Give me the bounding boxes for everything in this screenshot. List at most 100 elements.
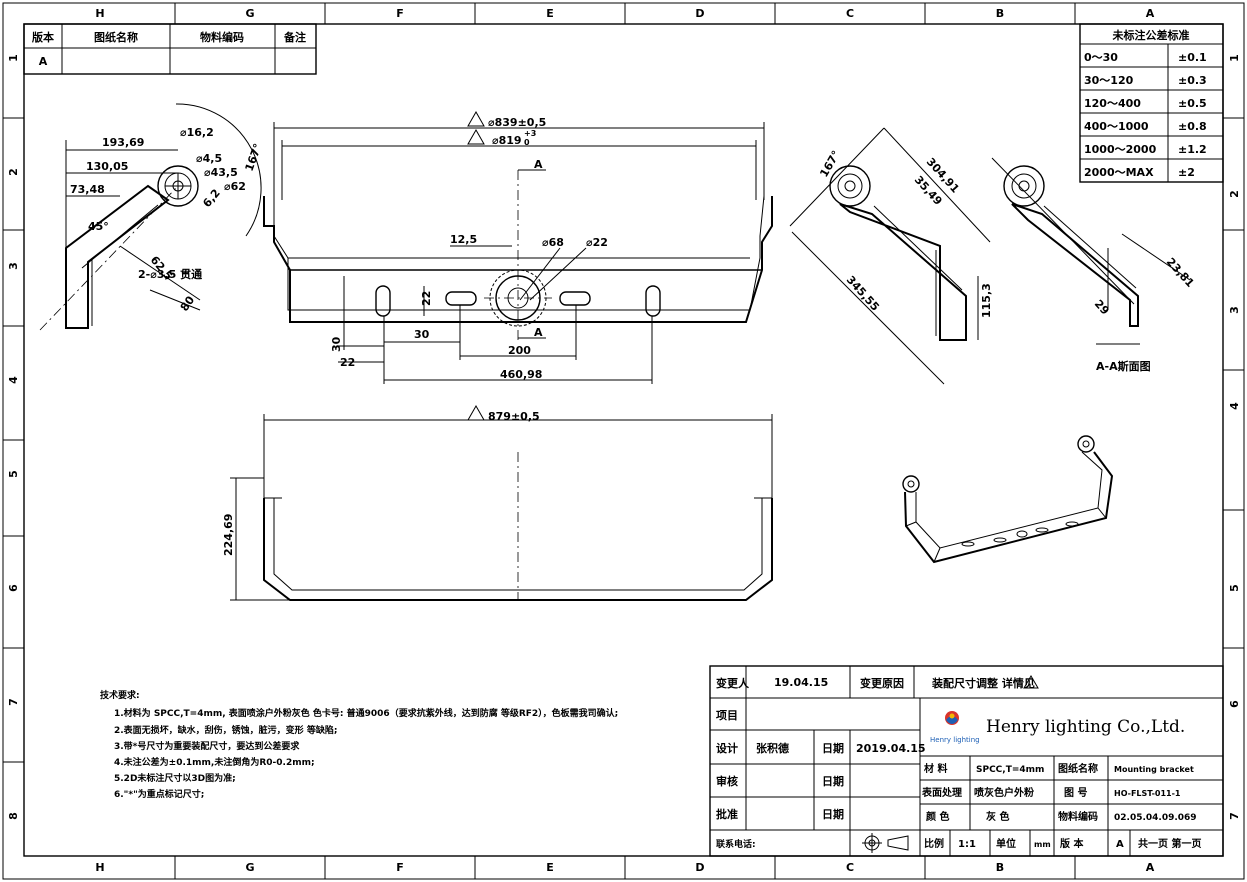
row-label: 5: [7, 470, 20, 478]
row-label: 4: [1228, 402, 1241, 410]
note-item: 5.2D未标注尺寸以3D图为准;: [114, 772, 236, 784]
section-marker: A: [534, 158, 543, 171]
col-label: A: [1146, 7, 1155, 20]
lower-view: 879±0,5 224,69: [222, 404, 773, 601]
col-label: D: [695, 861, 704, 874]
row-label: 2: [7, 168, 20, 176]
col-label: C: [846, 861, 854, 874]
section-marker: A: [534, 326, 543, 339]
row-label: 1: [1228, 54, 1241, 62]
tb-label: 表面处理: [921, 786, 962, 799]
dim-label: 22: [340, 356, 355, 369]
tb-value: SPCC,T=4mm: [976, 765, 1044, 775]
dim-label: +3: [524, 129, 536, 138]
note-item: 1.材料为 SPCC,T=4mm, 表面喷涂户外粉灰色 色卡号: 普通9006（…: [114, 707, 618, 719]
row-label: 2: [1228, 190, 1241, 198]
tb-value: HO-FLST-011-1: [1114, 789, 1181, 798]
row-label: 1: [7, 54, 20, 62]
dim-label: ⌀839±0,5: [488, 116, 546, 129]
tb-value: mm: [1034, 840, 1051, 849]
dim-label: 73,48: [70, 183, 105, 196]
tolerance-value: ±0.3: [1178, 74, 1207, 87]
company-logo-icon: [945, 711, 959, 725]
tolerance-value: ±1.2: [1178, 143, 1207, 156]
dim-label: 6,2: [200, 187, 222, 210]
tb-label: 变更人: [716, 676, 750, 690]
dim-label: 115,3: [980, 283, 993, 318]
row-label: 6: [1228, 700, 1241, 708]
tb-value: 19.04.15: [774, 676, 828, 689]
dim-label: 12,5: [450, 233, 477, 246]
col-label: D: [695, 7, 704, 20]
tb-label: 日期: [822, 741, 844, 755]
dim-label: 345,55: [844, 273, 882, 313]
tb-value: 喷灰色户外粉: [974, 786, 1034, 799]
col-label: E: [546, 861, 554, 874]
note-item: 3.带*号尺寸为重要装配尺寸，要达到公差要求: [114, 740, 300, 752]
column-labels-top: H G F E D C B A: [95, 7, 1154, 20]
dim-label: ⌀16,2: [180, 126, 214, 139]
col-label: F: [396, 861, 404, 874]
notes-title: 技术要求:: [100, 689, 140, 701]
dim-label: 30: [330, 336, 343, 352]
row-label: 3: [7, 262, 20, 270]
dim-label: ⌀62: [224, 180, 246, 193]
row-label: 8: [7, 812, 20, 820]
logo-text: Henry lighting: [930, 736, 980, 744]
row-labels-left: 1 2 3 4 5 6 7 8: [7, 54, 20, 820]
title-block: 变更人 19.04.15 变更原因 装配尺寸调整 详情见 项目 设计 张积德 日…: [709, 665, 1224, 857]
tb-label: 图纸名称: [1058, 762, 1098, 775]
tb-label: 审核: [716, 774, 738, 788]
front-view: ⌀839±0,5 ⌀819 +3 0 A 12,5 ⌀68 ⌀22 22 30 …: [263, 110, 773, 384]
tb-value: 装配尺寸调整 详情见: [931, 676, 1035, 690]
dim-label: 2-⌀3,5 贯通: [138, 268, 202, 281]
tb-value: 共一页 第一页: [1138, 837, 1201, 850]
tolerance-range: 0～30: [1084, 51, 1118, 64]
tolerance-value: ±0.5: [1178, 97, 1207, 110]
dim-label: ⌀68: [542, 236, 564, 249]
row-label: 7: [1228, 812, 1241, 820]
col-label: F: [396, 7, 404, 20]
tb-label: 单位: [996, 837, 1016, 850]
projection-symbol-icon: [862, 833, 909, 853]
note-item: 6."*"为重点标记尺寸;: [114, 788, 204, 800]
column-labels-bottom: H G F E D C B A: [95, 861, 1154, 874]
col-label: H: [95, 861, 104, 874]
dim-label: 45°: [88, 220, 109, 233]
tb-label: 批准: [716, 807, 738, 821]
dim-label: 30: [414, 328, 430, 341]
tb-label: 比例: [924, 837, 944, 850]
tolerance-title: 未标注公差标准: [1112, 28, 1190, 42]
tolerance-range: 120～400: [1084, 97, 1141, 110]
dim-label: 460,98: [500, 368, 542, 381]
col-label: G: [245, 7, 254, 20]
revision-header: 备注: [283, 30, 306, 44]
dim-label: ⌀4,5: [196, 152, 222, 165]
col-label: B: [996, 861, 1004, 874]
tb-value: 02.05.04.09.069: [1114, 813, 1197, 823]
dim-label: 224,69: [222, 514, 235, 556]
tolerance-range: 30～120: [1084, 74, 1134, 87]
note-item: 4.未注公差为±0.1mm,未注倒角为R0-0.2mm;: [114, 756, 315, 768]
isometric-view: [902, 435, 1114, 564]
dim-label: ⌀22: [586, 236, 608, 249]
col-label: E: [546, 7, 554, 20]
tolerance-value: ±0.8: [1178, 120, 1207, 133]
revision-header: 物料编码: [200, 30, 244, 44]
angled-view: 167° 304,91 35,49 345,55 115,3: [789, 127, 993, 385]
tb-value: 灰 色: [986, 810, 1009, 823]
tb-label: 材 料: [924, 762, 947, 775]
dim-label: 193,69: [102, 136, 144, 149]
dim-label: 167°: [243, 142, 265, 173]
note-item: 2.表面无损坏，缺水，刮伤，锈蚀，脏污，变形 等缺陷;: [114, 724, 337, 736]
section-view: 23,81 29 A-A斯面图: [991, 157, 1197, 373]
tb-label: 日期: [822, 774, 844, 788]
revision-cell: A: [39, 55, 48, 68]
tolerance-range: 2000～MAX: [1084, 166, 1154, 179]
tb-label: 版 本: [1060, 837, 1084, 850]
tb-label: 联系电话:: [716, 838, 756, 850]
col-label: B: [996, 7, 1004, 20]
revision-table: 版本 图纸名称 物料编码 备注 A: [23, 23, 317, 75]
